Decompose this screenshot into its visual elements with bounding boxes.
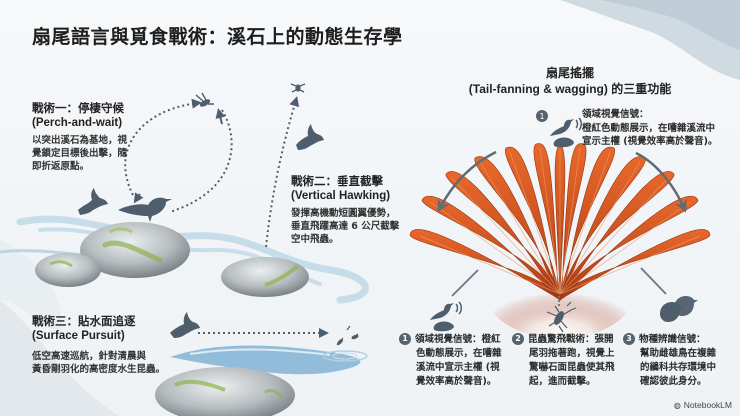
number-badge: 3 [623, 333, 635, 345]
left-curve-arrow [437, 150, 497, 213]
perch-outbound-path [124, 98, 202, 196]
stone-right [221, 257, 309, 297]
page-title: 扇尾語言與覓食戰術：溪石上的動態生存學 [32, 26, 403, 48]
notebooklm-logo-icon: ◍ [673, 401, 681, 410]
connector-line [640, 267, 667, 295]
perch-return-path [169, 109, 233, 213]
tactic-description: 以突出溪石為基地，視 覺鎖定目標後出擊，隨 即折返原點。 [32, 135, 128, 172]
tactic-english: (Surface Pursuit) [32, 330, 125, 342]
perched-bird-icon [118, 197, 172, 222]
tactic-vertical-hawking: 戰術二：垂直截擊 (Vertical Hawking) 發揮高機動短圓翼優勢， … [291, 174, 399, 246]
number-badge: 1 [399, 333, 411, 345]
stone-small-left [35, 253, 101, 287]
notebooklm-brand: ◍NotebookLM [673, 400, 732, 410]
insect-icon [195, 92, 214, 107]
right-curve-arrow [635, 151, 687, 213]
tail-fan-illustration [409, 143, 711, 338]
insect-flush-icon [546, 301, 577, 333]
stone-large [80, 222, 190, 278]
tactic-description: 發揮高機動短圓翼優勢， 垂直飛躍高達 6 公尺截擊 空中飛蟲。 [291, 208, 400, 245]
insect-icon [336, 325, 359, 346]
insect-icon [290, 83, 306, 93]
two-birds-icon [660, 296, 698, 322]
stone-bottom [155, 367, 295, 416]
vertical-hawking-path [265, 96, 300, 248]
tactic-perch-and-wait: 戰術一：停棲守候 (Perch-and-wait) 以突出溪石為基地，視 覺鎖定… [32, 101, 127, 173]
tactic-surface-pursuit: 戰術三：貼水面追逐 (Surface Pursuit) 低空高速巡航，針對清晨與… [32, 314, 165, 376]
tactic-english: (Vertical Hawking) [291, 190, 391, 202]
tactic-english: (Perch-and-wait) [32, 117, 123, 129]
connector-line [451, 269, 479, 297]
bird-signal-icon [430, 301, 462, 332]
flying-bird-icon [78, 188, 108, 215]
tactic-description: 低空高速巡航，針對清晨與 黃昏剛羽化的高密度水生昆蟲。 [32, 351, 166, 375]
tactic-heading: 戰術二：垂直截擊 [291, 174, 383, 188]
tactic-heading: 戰術三：貼水面追逐 [32, 314, 136, 328]
bird-signal-icon: 1 [536, 110, 582, 148]
svg-text:1: 1 [539, 112, 544, 121]
flying-bird-icon [296, 124, 324, 150]
tactic-heading: 戰術一：停棲守候 [32, 101, 124, 115]
top-callout-territorial-signal: 領域視覺信號： 橙紅色動態展示，在嘈雜溪流中 宣示主權 (視覺效率高於聲音)。 [582, 109, 718, 147]
tail-fanning-title: 扇尾搖擺 (Tail-fanning & wagging) 的三重功能 [468, 66, 672, 96]
number-badge: 2 [512, 333, 524, 345]
flying-bird-icon [170, 312, 200, 338]
